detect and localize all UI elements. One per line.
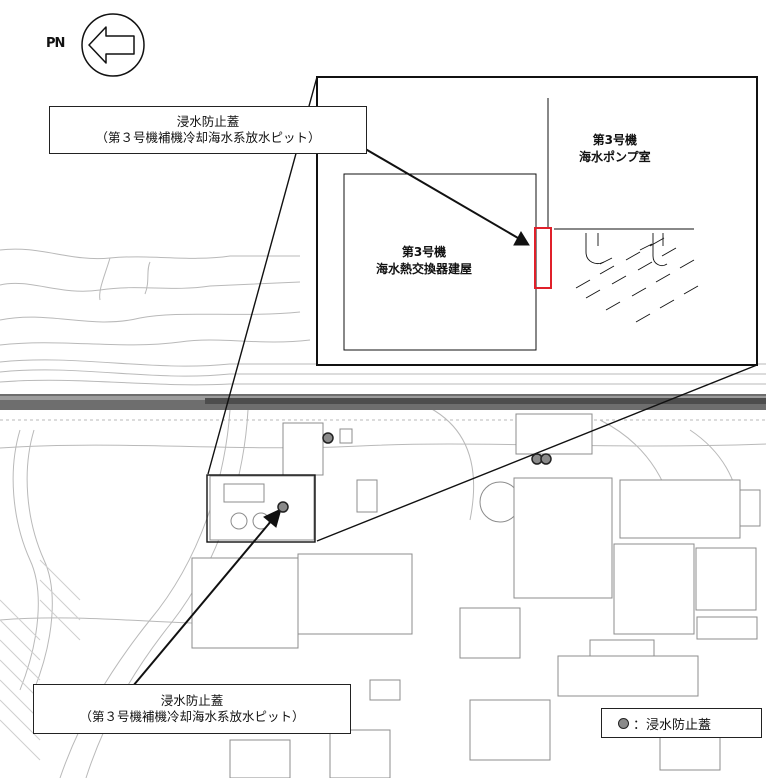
site-buildings [191,413,761,778]
heat-exchanger-unit: 第3号機 [401,245,447,259]
inset-detail [316,76,758,366]
compass-label: PN [46,36,65,51]
arrow-head-icon [513,230,530,246]
flood-cover-markers [277,432,552,513]
heat-exchanger-name: 海水熱交換器建屋 [376,262,473,276]
legend-label: ：浸水防止蓋 [633,717,712,733]
channel-band [0,394,766,410]
pump-room-label: 第3号機 海水ポンプ室 [579,132,651,166]
flood-cover-highlight [534,227,552,289]
flood-cover-marker-icon [277,501,289,513]
callout-top: 浸水防止蓋 （第３号機補機冷却海水系放水ピット） [49,106,367,154]
gray-circle-marker-icon [618,717,629,729]
heat-exchanger-label: 第3号機 海水熱交換器建屋 [376,244,472,278]
flood-cover-marker-icon [540,453,552,465]
callout-arrows [132,139,530,687]
pump-room-name: 海水ポンプ室 [579,150,651,164]
callout-bottom-title: 浸水防止蓋 [160,693,224,708]
callout-top-subtitle: （第３号機補機冷却海水系放水ピット） [95,130,321,145]
locator-box [206,474,316,543]
map-legend: ：浸水防止蓋 [601,708,762,738]
callout-bottom: 浸水防止蓋 （第３号機補機冷却海水系放水ピット） [33,684,351,734]
callout-bottom-subtitle: （第３号機補機冷却海水系放水ピット） [79,709,305,724]
flood-cover-marker-icon [322,432,334,444]
arrow-head-icon [263,508,282,528]
pump-room-unit: 第3号機 [592,133,637,147]
north-arrow-icon [81,13,145,77]
callout-top-title: 浸水防止蓋 [176,114,240,129]
